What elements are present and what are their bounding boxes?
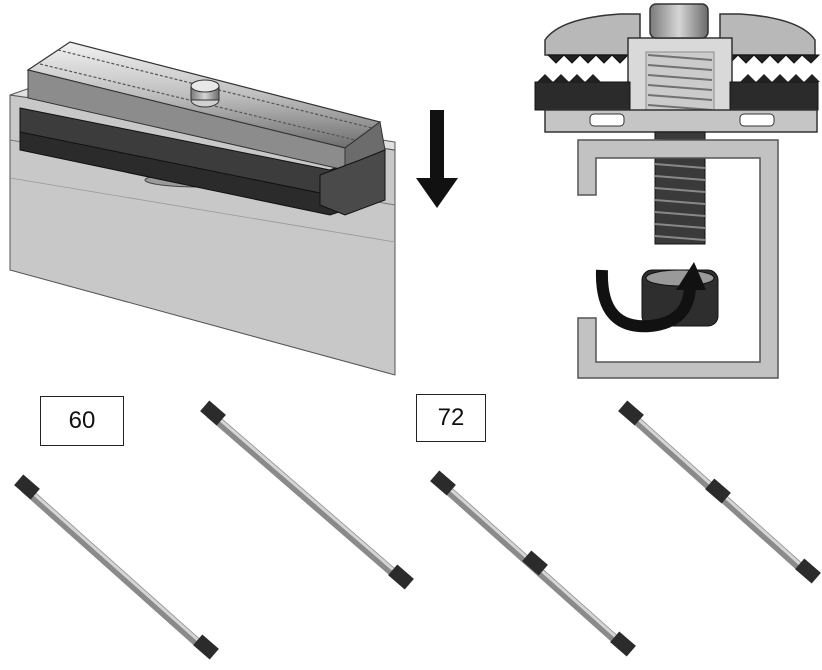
mid-clamp-3d [19,41,386,216]
rail-60-long [200,400,414,590]
rail-72-short [430,470,636,657]
spring [647,54,713,111]
rail-72-long [618,400,821,584]
clamp-on-frame-illustration [9,41,396,376]
rail-60-short [14,474,219,660]
size-label-60: 60 [40,396,124,446]
c-channel-frame [577,139,779,379]
clamp-cross-section [534,3,821,379]
rotate-arrow-icon [595,262,706,333]
arrow-down-icon [416,110,458,208]
size-label-72: 72 [416,394,486,442]
